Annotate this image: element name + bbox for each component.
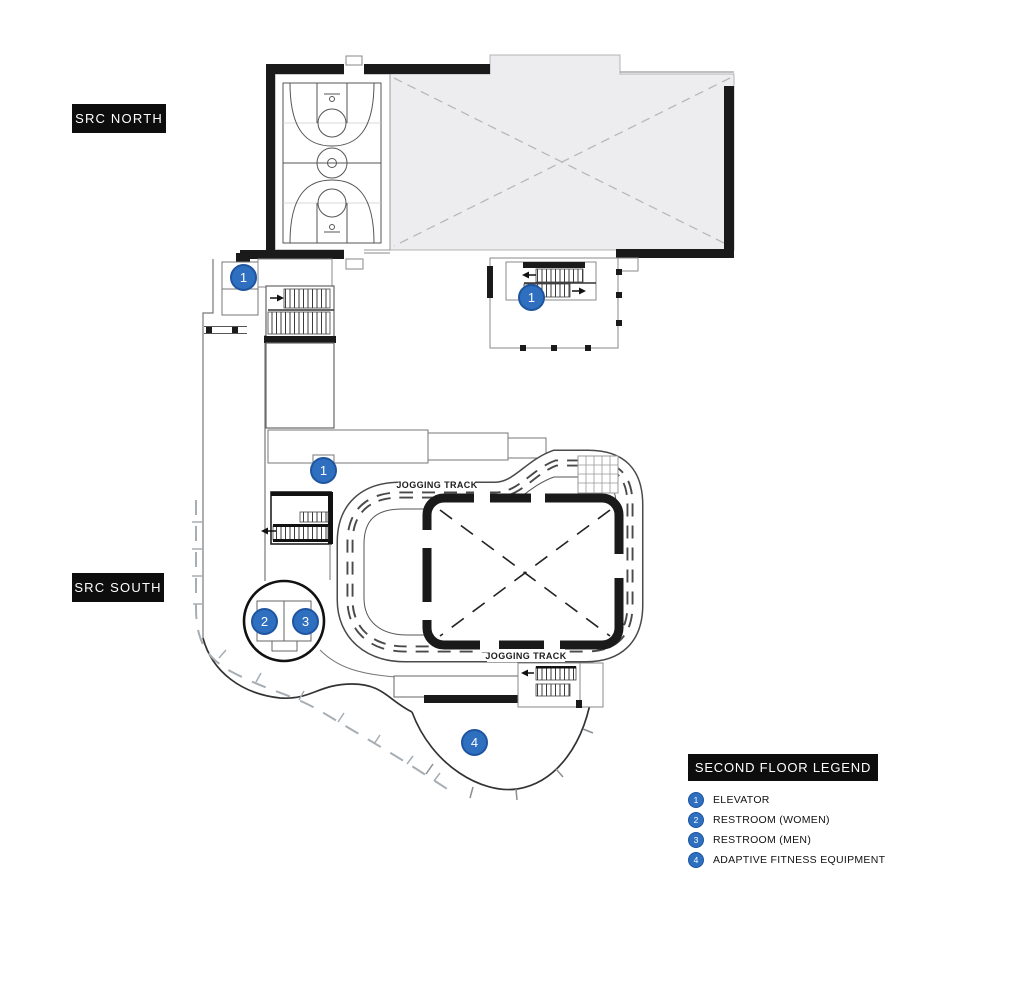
elevator-marker-northwest: 1 <box>230 264 257 291</box>
south-stair-box <box>261 491 333 580</box>
track-infield-open-to-below <box>420 491 624 652</box>
legend-label-1: ELEVATOR <box>713 794 770 806</box>
legend-item-adaptive-fitness: 4 ADAPTIVE FITNESS EQUIPMENT <box>688 850 908 870</box>
elevator-marker-north-lobby: 1 <box>518 284 545 311</box>
corner-stair-grid <box>577 455 619 494</box>
legend-item-restroom-women: 2 RESTROOM (WOMEN) <box>688 810 908 830</box>
legend-dot-2: 2 <box>688 812 704 828</box>
center-wing <box>257 258 547 478</box>
south-lobby-stairs <box>517 662 604 708</box>
legend-label-2: RESTROOM (WOMEN) <box>713 814 830 826</box>
legend-dot-4: 4 <box>688 852 704 868</box>
west-wing <box>202 259 266 638</box>
src-south-label: SRC SOUTH <box>72 573 164 602</box>
restroom-men-marker: 3 <box>292 608 319 635</box>
south-equipment-room <box>393 675 529 703</box>
legend-item-restroom-men: 3 RESTROOM (MEN) <box>688 830 908 850</box>
adaptive-fitness-marker: 4 <box>461 729 488 756</box>
legend-item-elevator: 1 ELEVATOR <box>688 790 908 810</box>
legend-dot-1: 1 <box>688 792 704 808</box>
legend-label-3: RESTROOM (MEN) <box>713 834 812 846</box>
legend-dot-3: 3 <box>688 832 704 848</box>
north-lobby <box>487 257 639 351</box>
elevator-marker-south: 1 <box>310 457 337 484</box>
src-north-label: SRC NORTH <box>72 104 166 133</box>
north-walls <box>236 55 734 270</box>
restroom-women-marker: 2 <box>251 608 278 635</box>
south-curved-walls <box>202 637 602 801</box>
canopy-lines <box>192 500 453 793</box>
legend-title: SECOND FLOOR LEGEND <box>688 754 878 781</box>
jogging-track-label-bottom: JOGGING TRACK <box>485 651 566 661</box>
jogging-track-label-top: JOGGING TRACK <box>396 480 477 490</box>
basketball-court <box>274 73 391 251</box>
jogging-track-labels: JOGGING TRACK JOGGING TRACK <box>396 478 566 662</box>
legend: SECOND FLOOR LEGEND 1 ELEVATOR 2 RESTROO… <box>688 754 908 870</box>
open-to-below-hall <box>389 54 735 251</box>
legend-items: 1 ELEVATOR 2 RESTROOM (WOMEN) 3 RESTROOM… <box>688 790 908 870</box>
legend-label-4: ADAPTIVE FITNESS EQUIPMENT <box>713 854 886 866</box>
